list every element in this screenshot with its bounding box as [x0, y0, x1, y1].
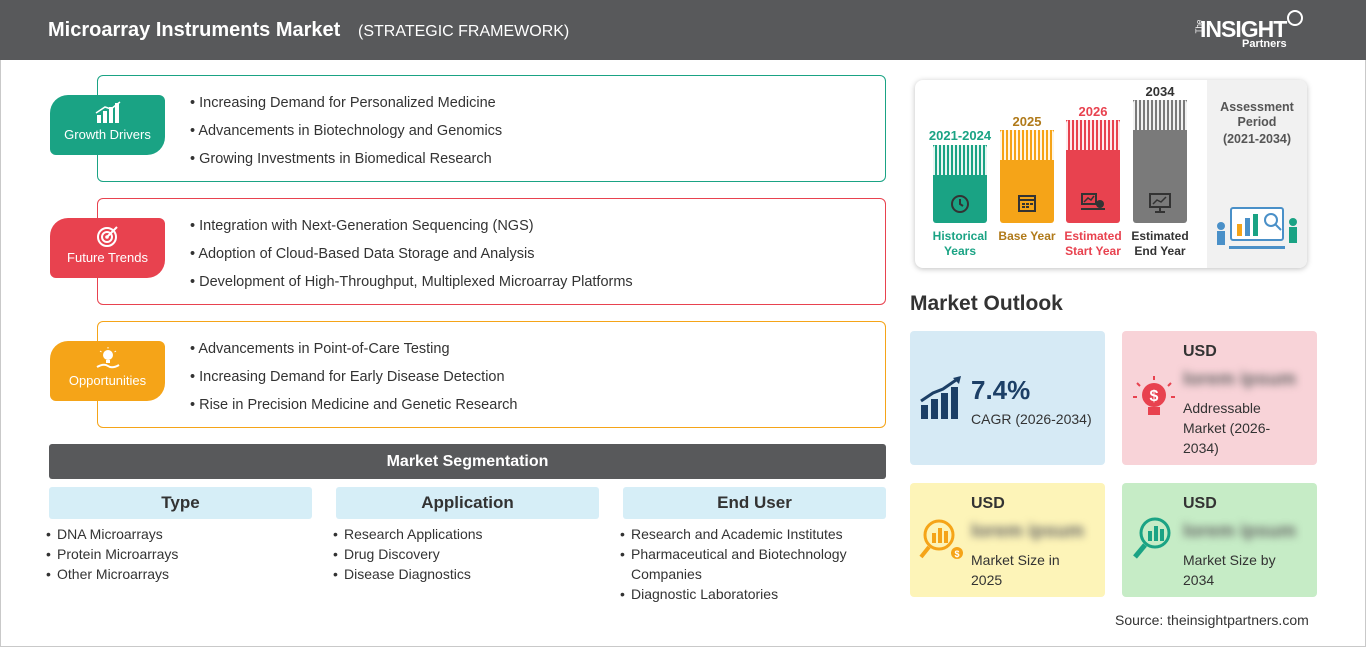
label-base: Base Year [998, 229, 1056, 243]
list-item: Development of High-Throughput, Multiple… [190, 268, 633, 296]
segment-heading: Type [49, 487, 312, 519]
cagr-label: CAGR (2026-2034) [971, 411, 1092, 427]
segment-heading: Application [336, 487, 599, 519]
list-item: Disease Diagnostics [333, 564, 599, 584]
label-start: Estimated Start Year [1064, 229, 1122, 258]
label-historical: Historical Years [932, 229, 988, 258]
market-outlook-title: Market Outlook [910, 292, 1063, 315]
list-item: Integration with Next-Generation Sequenc… [190, 212, 633, 240]
cagr-card: 7.4% CAGR (2026-2034) [910, 331, 1105, 465]
assessment-label: Assessment Period [1220, 100, 1294, 129]
year-end: 2034 [1145, 84, 1175, 99]
segmentation-title: Market Segmentation [49, 444, 886, 479]
list-item: Adoption of Cloud-Based Data Storage and… [190, 240, 633, 268]
year-base: 2025 [1012, 114, 1042, 129]
year-historical: 2021-2024 [928, 128, 992, 143]
usd-label: USD [1183, 495, 1217, 512]
lightbulb-hand-icon [50, 341, 165, 371]
segment-list: Research Applications Drug Discovery Dis… [333, 524, 599, 584]
list-item: Drug Discovery [333, 544, 599, 564]
page-title: Microarray Instruments Market [48, 19, 341, 41]
bar-stripe [1000, 130, 1054, 160]
list-item: Increasing Demand for Early Disease Dete… [190, 363, 517, 391]
lightbulb-dollar-icon: $ [1133, 376, 1175, 415]
logo-magnifier-icon [1287, 10, 1303, 26]
bar-stripe [1066, 120, 1120, 150]
list-item: Protein Microarrays [46, 544, 312, 564]
insight-partners-logo: The INSIGHT Partners [1192, 10, 1312, 54]
svg-text:$: $ [1150, 388, 1159, 405]
segment-heading: End User [623, 487, 886, 519]
usd-label: USD [971, 495, 1005, 512]
future-trends-list: Integration with Next-Generation Sequenc… [190, 212, 633, 296]
opportunities-box: Advancements in Point-of-Care Testing In… [97, 321, 886, 428]
analytics-people-icon [1217, 207, 1297, 249]
label-end: Estimated End Year [1131, 229, 1189, 258]
list-item: Research Applications [333, 524, 599, 544]
list-item: Increasing Demand for Personalized Medic… [190, 89, 502, 117]
source-text: Source: theinsightpartners.com [1115, 612, 1309, 628]
cagr-value: 7.4% [971, 375, 1031, 405]
bar-historical [933, 145, 987, 223]
magnifier-coins-icon: $ [919, 519, 963, 559]
growth-bars-icon [920, 376, 961, 419]
market-size-2025-label: Market Size in 2025 [971, 552, 1060, 588]
svg-text:$: $ [954, 549, 959, 559]
assessment-period: (2021-2034) [1222, 132, 1292, 146]
year-start: 2026 [1078, 104, 1108, 119]
bar-stripe [933, 145, 987, 175]
list-item: Research and Academic Institutes [620, 524, 886, 544]
assessment-period-card: Assessment Period (2021-2034) 2021-2024 … [915, 80, 1307, 268]
segment-list: Research and Academic Institutes Pharmac… [620, 524, 886, 604]
growth-drivers-list: Increasing Demand for Personalized Medic… [190, 89, 502, 173]
bar-end [1133, 100, 1187, 223]
list-item: Advancements in Point-of-Care Testing [190, 335, 517, 363]
blurred-value: lorem ipsum [1183, 369, 1296, 390]
segment-end-user: End User Research and Academic Institute… [620, 487, 886, 604]
list-item: Growing Investments in Biomedical Resear… [190, 145, 502, 173]
bar-base [1000, 130, 1054, 223]
page-subtitle: (STRATEGIC FRAMEWORK) [358, 23, 570, 40]
market-size-2034-card: USD lorem ipsum Market Size by 2034 [1122, 483, 1317, 597]
magnifier-chart-icon [1133, 517, 1171, 559]
target-icon [50, 218, 165, 248]
opportunities-tag: Opportunities [50, 341, 165, 401]
list-item: Other Microarrays [46, 564, 312, 584]
growth-screen-icon [1081, 193, 1105, 210]
list-item: Rise in Precision Medicine and Genetic R… [190, 391, 517, 419]
bar-start [1066, 120, 1120, 223]
opportunities-label: Opportunities [68, 373, 147, 388]
logo-partners: Partners [1242, 38, 1287, 50]
blurred-value: lorem ipsum [971, 521, 1084, 542]
growth-drivers-tag: Growth Drivers [50, 95, 165, 155]
segment-type: Type DNA Microarrays Protein Microarrays… [46, 487, 312, 584]
list-item: DNA Microarrays [46, 524, 312, 544]
segment-application: Application Research Applications Drug D… [333, 487, 599, 584]
future-trends-tag: Future Trends [50, 218, 165, 278]
monitor-chart-icon [1149, 193, 1171, 213]
blurred-value: lorem ipsum [1183, 521, 1296, 542]
opportunities-list: Advancements in Point-of-Care Testing In… [190, 335, 517, 419]
addressable-market-card: $ USD lorem ipsum Addressable Market (20… [1122, 331, 1317, 465]
header-bar: Microarray Instruments Market (STRATEGIC… [0, 0, 1366, 60]
growth-drivers-label: Growth Drivers [64, 127, 151, 142]
addressable-market-label: Addressable Market (2026-2034) [1183, 400, 1271, 456]
logo-insight: INSIGHT [1200, 16, 1287, 42]
market-size-2034-label: Market Size by 2034 [1183, 552, 1276, 588]
market-size-2025-card: $ USD lorem ipsum Market Size in 2025 [910, 483, 1105, 597]
calendar-icon [1018, 195, 1036, 212]
future-trends-label: Future Trends [67, 250, 148, 265]
future-trends-box: Integration with Next-Generation Sequenc… [97, 198, 886, 305]
bar-stripe [1133, 100, 1187, 130]
growth-drivers-box: Increasing Demand for Personalized Medic… [97, 75, 886, 182]
assessment-label-panel: Assessment Period (2021-2034) [1207, 80, 1307, 268]
list-item: Diagnostic Laboratories [620, 584, 886, 604]
usd-label: USD [1183, 343, 1217, 360]
list-item: Advancements in Biotechnology and Genomi… [190, 117, 502, 145]
segment-list: DNA Microarrays Protein Microarrays Othe… [46, 524, 312, 584]
list-item: Pharmaceutical and Biotechnology Compani… [620, 544, 886, 584]
history-icon [951, 195, 969, 213]
bar-chart-up-icon [50, 95, 165, 125]
